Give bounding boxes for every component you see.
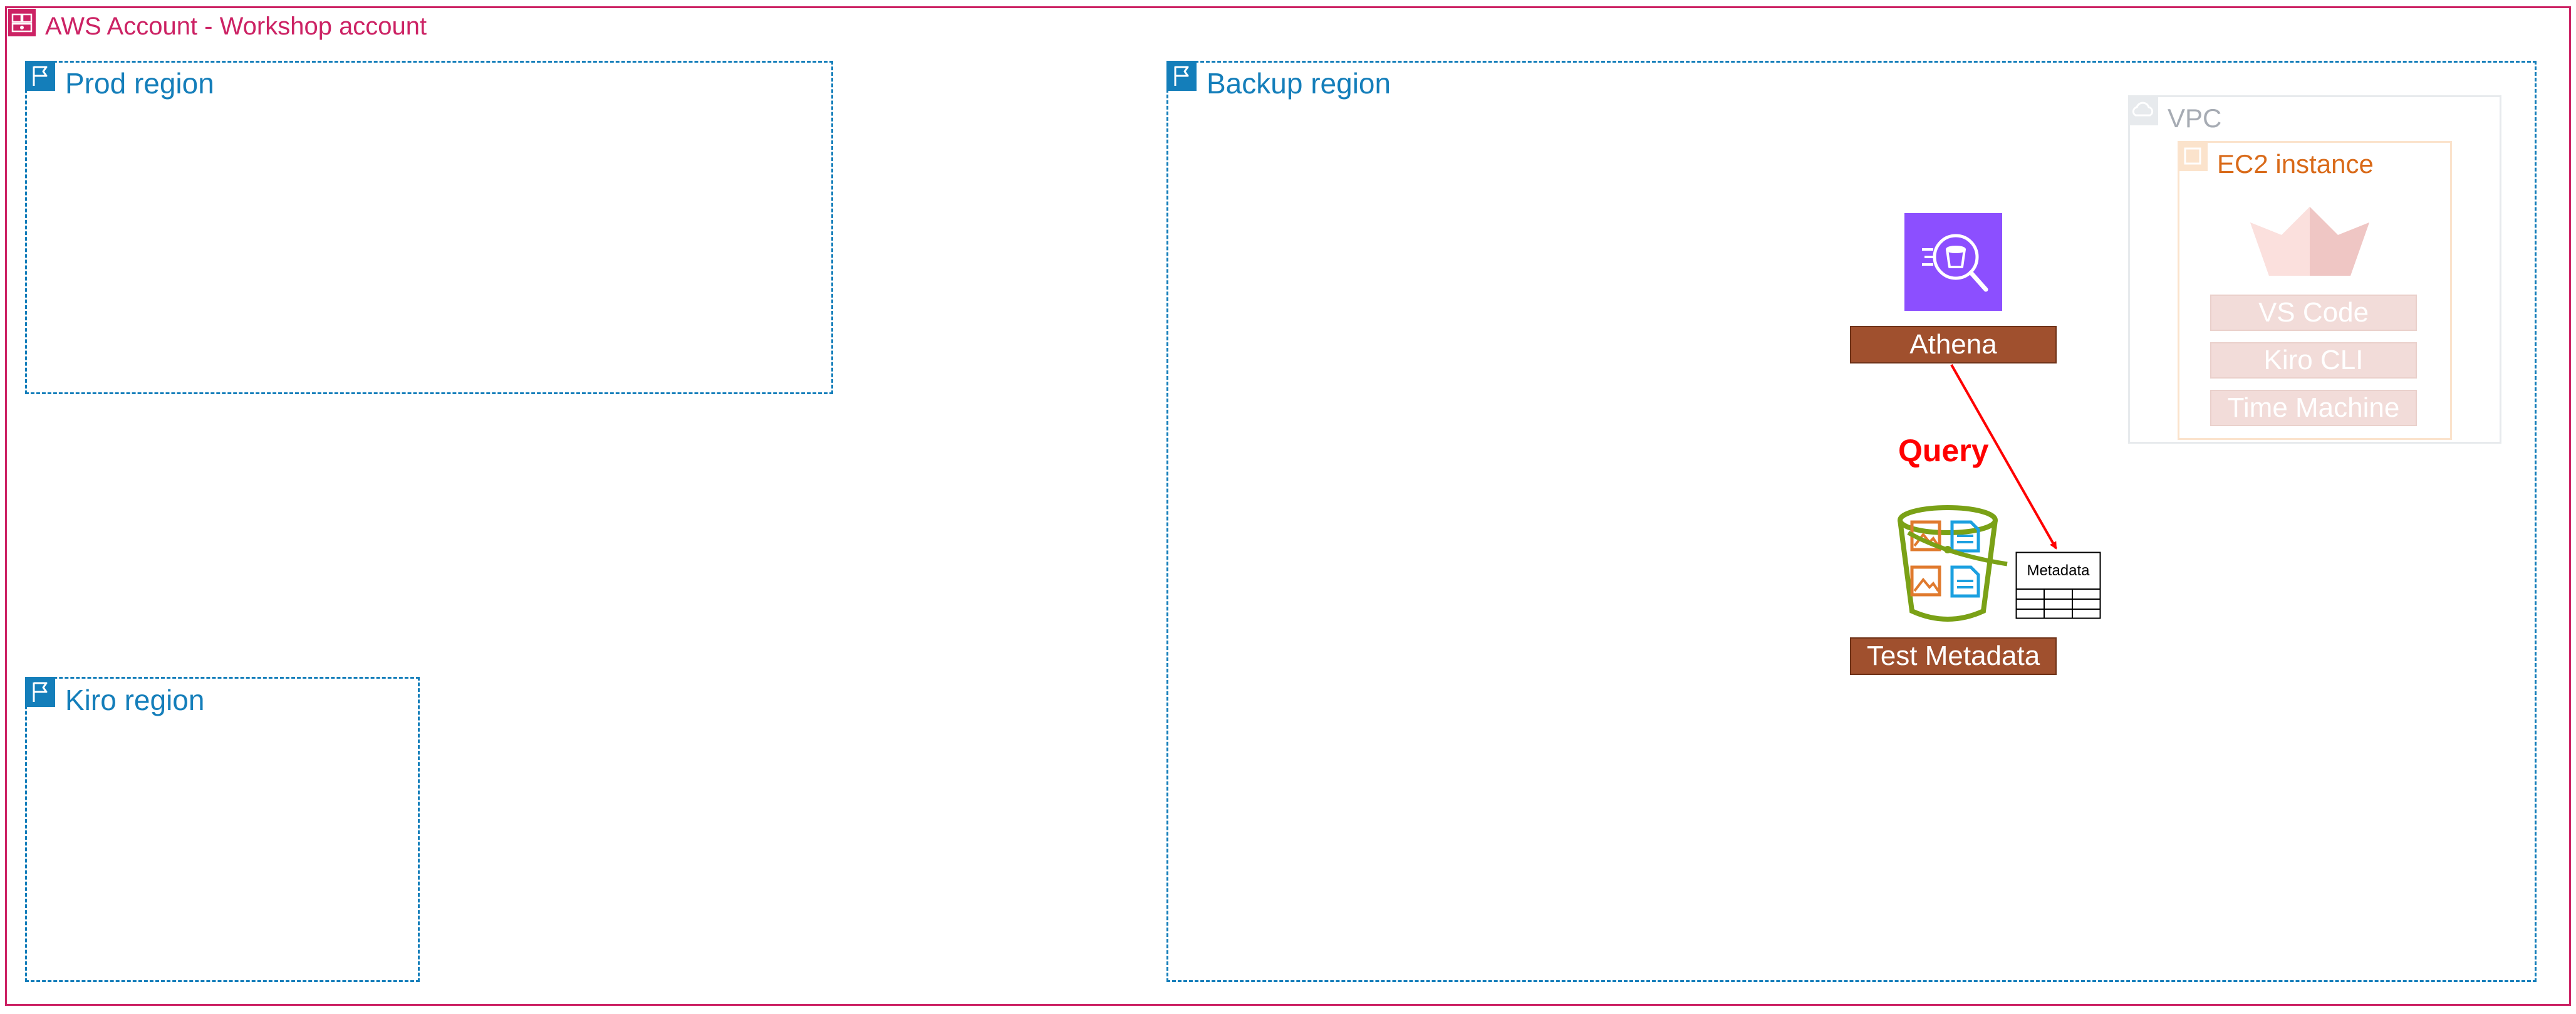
boat-logo-icon	[2250, 207, 2369, 276]
vpc-group	[2128, 95, 2501, 444]
vpc-label: VPC	[2168, 103, 2222, 133]
ec2-instance-label: EC2 instance	[2217, 149, 2374, 179]
metadata-table-icon: Metadata	[2015, 551, 2101, 619]
backup-region-label: Backup region	[1207, 67, 1391, 100]
ec2-chip-icon	[2178, 141, 2208, 171]
aws-account-icon	[8, 9, 36, 36]
tool-kiro-cli: Kiro CLI	[2210, 342, 2417, 379]
athena-icon	[1904, 213, 2002, 311]
kiro-region-group	[25, 677, 420, 982]
aws-account-label: AWS Account - Workshop account	[45, 13, 427, 40]
athena-label: Athena	[1850, 326, 2057, 363]
tool-time-machine: Time Machine	[2210, 390, 2417, 426]
test-metadata-label: Test Metadata	[1850, 637, 2057, 675]
query-label: Query	[1898, 433, 1989, 468]
prod-region-label: Prod region	[65, 67, 214, 100]
kiro-region-label: Kiro region	[65, 684, 205, 716]
region-flag-icon	[25, 677, 55, 707]
ec2-instance-group	[2178, 141, 2452, 440]
tool-vs-code: VS Code	[2210, 295, 2417, 331]
metadata-table-label: Metadata	[2027, 562, 2090, 579]
region-flag-icon	[25, 61, 55, 91]
aws-account-group	[5, 6, 2571, 1006]
region-flag-icon	[1166, 61, 1197, 91]
s3-bucket-icon	[1898, 505, 2008, 622]
backup-region-group	[1166, 61, 2537, 982]
prod-region-group	[25, 61, 833, 394]
vpc-cloud-icon	[2128, 95, 2158, 125]
